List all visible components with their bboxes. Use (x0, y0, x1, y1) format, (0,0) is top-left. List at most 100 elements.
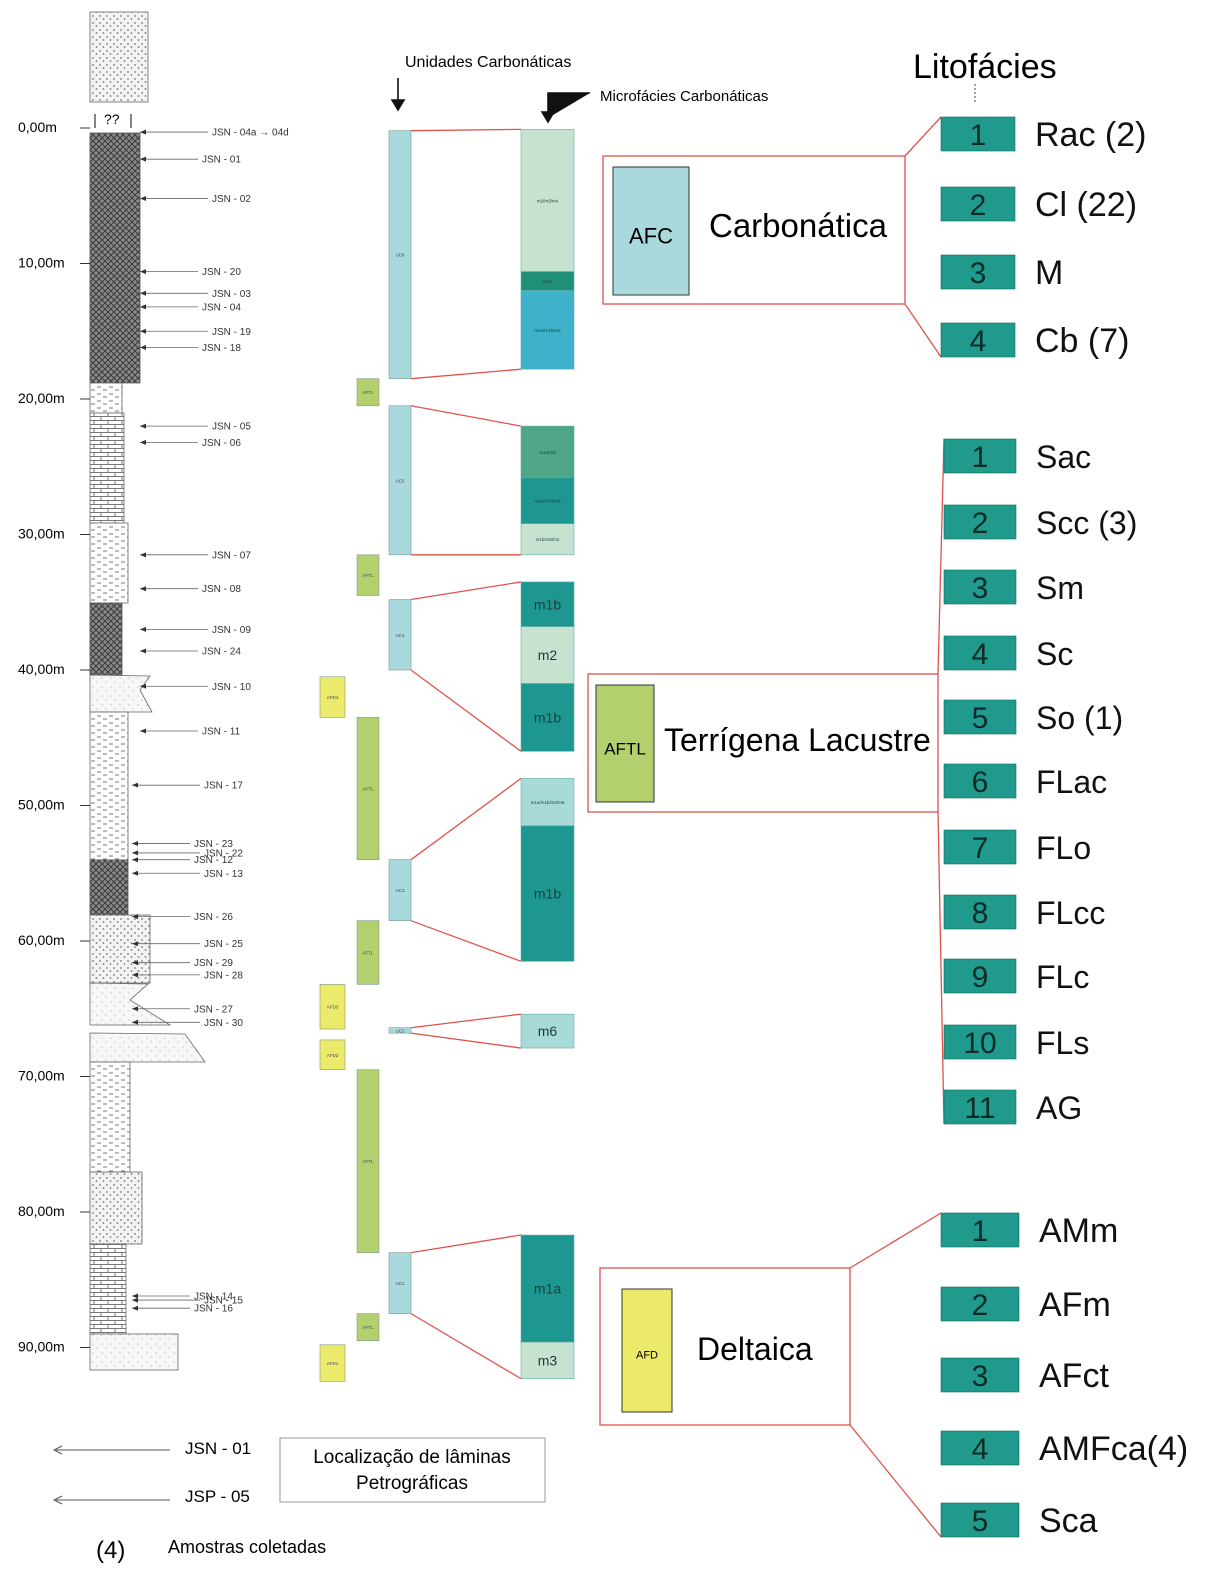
legend-arrow-jsp-label: JSP - 05 (185, 1487, 250, 1506)
microfacies-segment (520, 778, 575, 827)
sample-arrow-head (132, 840, 138, 846)
unit-box-lac (356, 554, 380, 596)
depth-label: 60,00m (18, 932, 65, 948)
sample-arrow-head (132, 1019, 138, 1025)
litofacies-name: So (1) (1036, 700, 1123, 736)
sample-label: JSN - 30 (204, 1018, 243, 1029)
sample-arrow-head (140, 156, 146, 162)
association-swatch (595, 684, 655, 803)
sample-label: JSN - 16 (194, 1304, 233, 1315)
litofacies-number: 3 (970, 257, 987, 290)
association-code: AFC (629, 223, 673, 248)
legend-arrow-jsp (52, 1495, 170, 1505)
litofacies-number-box (943, 438, 1017, 474)
sample-arrow-head (140, 195, 146, 201)
microfacies-connector (410, 581, 522, 601)
microfacies-connector (410, 1234, 522, 1254)
unit-connectors (410, 128, 522, 1380)
litofacies-number: 4 (972, 638, 989, 671)
association-connector (904, 116, 942, 157)
legend-count-marker: (4) (96, 1537, 125, 1564)
unit-box-label: UC3 (395, 888, 404, 893)
sample-label: JSN - 04a → 04d (212, 128, 289, 139)
litofacies-name: FLs (1036, 1025, 1089, 1061)
column-shale-2 (89, 522, 129, 604)
litofacies-number: 2 (972, 1289, 989, 1322)
association-connector (937, 438, 945, 675)
sample-label: JSN - 23 (194, 839, 233, 850)
unit-box-label: AFTL (362, 1325, 373, 1330)
litofacies-number: 1 (972, 441, 989, 474)
sample-arrow-head (140, 345, 146, 351)
unit-box-label: UC4 (395, 633, 404, 638)
sample-arrow-head (140, 328, 146, 334)
litofacies-number-box (940, 1430, 1020, 1466)
association-title: Terrígena Lacustre (664, 722, 931, 758)
association-swatch (612, 166, 690, 296)
microfacies-connector (410, 1032, 522, 1049)
depth-label: 40,00m (18, 661, 65, 677)
unit-box-lac (356, 1313, 380, 1342)
unit-box-carb (388, 1027, 412, 1034)
litofacies-number-box (943, 1024, 1017, 1060)
association-code: AFD (636, 1350, 658, 1362)
sample-arrow-head (132, 782, 138, 788)
microfacies-segment (520, 1341, 575, 1379)
column-sandstone-2 (89, 914, 151, 984)
unit-box-label: UC1 (395, 1281, 404, 1286)
sample-arrow-head (132, 1293, 138, 1299)
sample-arrow-head (132, 850, 138, 856)
litofacies-name: FLo (1036, 830, 1091, 866)
litofacies-name: AFm (1039, 1286, 1111, 1324)
column-carbonate-3 (89, 602, 123, 676)
column-shale-1 (89, 382, 123, 414)
litofacies-name: Scc (3) (1036, 505, 1137, 541)
unit-box-label: AFD3 (327, 1005, 339, 1010)
association-title: Carbonática (709, 207, 888, 244)
association-connector (937, 811, 945, 1125)
depth-label: 0,00m (18, 119, 57, 135)
microfacies-label: m1a/m5 (539, 450, 556, 455)
litofacies-number-box (943, 1089, 1017, 1125)
litofacies-number-box (943, 635, 1017, 671)
sample-label: JSN - 11 (202, 726, 241, 737)
association-connector (904, 303, 942, 358)
microfacies-connector (410, 1313, 522, 1380)
litofacies-number: 5 (972, 1505, 989, 1538)
litofacies-number: 5 (972, 702, 989, 735)
litofacies-number: 2 (970, 189, 987, 222)
litofacies-number-box (943, 894, 1017, 930)
sample-arrow-head (140, 586, 146, 592)
sample-arrow-head (132, 914, 138, 920)
association-code: AFTL (604, 740, 646, 759)
litofacies-name: Sac (1036, 439, 1091, 475)
unit-box-label: AFTL (362, 390, 373, 395)
sample-label: JSN - 15 (204, 1296, 243, 1307)
legend: JSN - 01 JSP - 05 Localização de lâminas… (52, 1437, 546, 1564)
unit-box-carb (388, 859, 412, 921)
litofacies-name: AFct (1039, 1357, 1109, 1395)
column-sandstone-3 (89, 1171, 143, 1245)
sample-arrow-head (140, 423, 146, 429)
depth-label: 90,00m (18, 1339, 65, 1355)
litofacies-name: FLcc (1036, 895, 1105, 931)
microfacies-label: m1b (534, 709, 561, 725)
unit-box-lac (356, 1069, 380, 1253)
litofacies-number: 1 (970, 119, 987, 152)
header-microfacies-arrow (540, 92, 590, 124)
column-sandstone-base (89, 1333, 179, 1371)
litofacies-number-box (943, 829, 1017, 865)
litofacies-name: AG (1036, 1090, 1082, 1126)
litofacies-number: 7 (972, 832, 989, 865)
unit-box-label: AFD2 (327, 1053, 339, 1058)
column-shale-4 (89, 1061, 131, 1173)
column-shale-3 (89, 711, 129, 861)
sample-label: JSN - 06 (202, 438, 241, 449)
litofacies-number: 10 (963, 1027, 996, 1060)
litofacies-number-box (943, 504, 1017, 540)
legend-box-line2: Petrográficas (356, 1473, 468, 1494)
sample-label: JSN - 17 (204, 781, 243, 792)
column-carbonate-2 (89, 412, 125, 524)
sample-arrow-head (132, 1305, 138, 1311)
